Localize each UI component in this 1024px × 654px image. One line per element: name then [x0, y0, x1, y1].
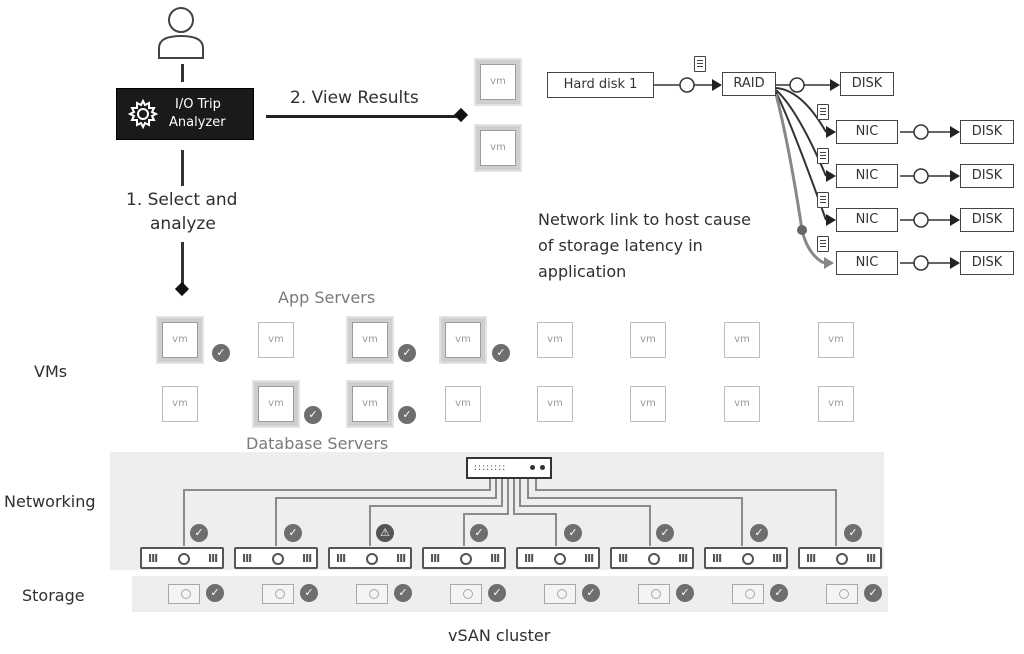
- disk-box-1[interactable]: DISK: [960, 120, 1014, 144]
- vm-tile[interactable]: vm: [630, 322, 666, 358]
- vm-tile[interactable]: vm: [537, 386, 573, 422]
- check-icon: ✓: [582, 584, 600, 602]
- nic-box-1[interactable]: NIC: [836, 120, 898, 144]
- disk-icon: [450, 584, 482, 604]
- disk-icon: [356, 584, 388, 604]
- vm-tile[interactable]: vm: [162, 386, 198, 422]
- vm-tile[interactable]: vm: [537, 322, 573, 358]
- log-file-icon[interactable]: [817, 148, 829, 164]
- check-icon: ✓: [284, 524, 302, 542]
- disk-box-top[interactable]: DISK: [840, 72, 894, 96]
- select-analyze-line-top: [181, 150, 184, 186]
- disk-icon: [168, 584, 200, 604]
- result-vm-2[interactable]: vm: [480, 130, 516, 166]
- storage-row-label: Storage: [22, 586, 85, 605]
- step-view-results: 2. View Results: [290, 88, 419, 108]
- analyzer-title-line1: I/O Trip: [175, 97, 221, 112]
- vms-row-label: VMs: [34, 362, 68, 381]
- select-analyze-line-bottom: [181, 242, 184, 284]
- check-icon: ✓: [304, 406, 322, 424]
- vm-tile[interactable]: vm: [352, 386, 388, 422]
- check-icon: ✓: [492, 344, 510, 362]
- gear-icon: [127, 98, 159, 130]
- user-connector-line: [181, 64, 184, 82]
- vm-tile[interactable]: vm: [258, 322, 294, 358]
- vm-tile[interactable]: vm: [445, 386, 481, 422]
- raid-box[interactable]: RAID: [722, 72, 776, 96]
- vm-tile[interactable]: vm: [258, 386, 294, 422]
- app-servers-label: App Servers: [278, 288, 376, 307]
- vm-tile[interactable]: vm: [724, 322, 760, 358]
- networking-row-label: Networking: [4, 492, 96, 511]
- network-note-line2: of storage latency in: [538, 236, 703, 255]
- vm-tile[interactable]: vm: [724, 386, 760, 422]
- database-servers-label: Database Servers: [246, 434, 389, 453]
- disk-icon: [544, 584, 576, 604]
- vm-tile[interactable]: vm: [630, 386, 666, 422]
- log-file-icon[interactable]: [817, 192, 829, 208]
- check-icon: ✓: [394, 584, 412, 602]
- nic-box-3[interactable]: NIC: [836, 208, 898, 232]
- check-icon: ✓: [864, 584, 882, 602]
- network-note-line1: Network link to host cause: [538, 210, 751, 229]
- log-file-icon[interactable]: [694, 56, 706, 72]
- check-icon: ✓: [656, 524, 674, 542]
- disk-icon: [262, 584, 294, 604]
- vm-tile[interactable]: vm: [818, 386, 854, 422]
- user-icon: [158, 7, 204, 59]
- vm-tile[interactable]: vm: [818, 322, 854, 358]
- check-icon: ✓: [212, 344, 230, 362]
- network-note-line3: application: [538, 262, 627, 281]
- log-file-icon[interactable]: [817, 236, 829, 252]
- check-icon: ✓: [398, 406, 416, 424]
- warning-icon: ⚠: [376, 524, 394, 542]
- nic-box-4[interactable]: NIC: [836, 251, 898, 275]
- check-icon: ✓: [488, 584, 506, 602]
- nic-box-2[interactable]: NIC: [836, 164, 898, 188]
- check-icon: ✓: [206, 584, 224, 602]
- disk-box-4[interactable]: DISK: [960, 251, 1014, 275]
- log-file-icon[interactable]: [817, 104, 829, 120]
- check-icon: ✓: [398, 344, 416, 362]
- vm-tile[interactable]: vm: [445, 322, 481, 358]
- check-icon: ✓: [770, 584, 788, 602]
- check-icon: ✓: [676, 584, 694, 602]
- check-icon: ✓: [750, 524, 768, 542]
- check-icon: ✓: [844, 524, 862, 542]
- disk-box-2[interactable]: DISK: [960, 164, 1014, 188]
- vm-tile[interactable]: vm: [352, 322, 388, 358]
- io-path-diagram: [654, 77, 960, 271]
- step-select-line1: 1. Select and: [126, 190, 238, 210]
- check-icon: ✓: [190, 524, 208, 542]
- view-results-line: [266, 115, 458, 118]
- disk-box-3[interactable]: DISK: [960, 208, 1014, 232]
- hard-disk-box[interactable]: Hard disk 1: [547, 72, 654, 98]
- check-icon: ✓: [470, 524, 488, 542]
- step-select-line2: analyze: [150, 214, 216, 234]
- disk-icon: [732, 584, 764, 604]
- disk-icon: [638, 584, 670, 604]
- vm-tile[interactable]: vm: [162, 322, 198, 358]
- disk-icon: [826, 584, 858, 604]
- analyzer-title-line2: Analyzer: [169, 115, 226, 130]
- result-vm-1[interactable]: vm: [480, 64, 516, 100]
- check-icon: ✓: [300, 584, 318, 602]
- vsan-cluster-label: vSAN cluster: [448, 626, 551, 645]
- check-icon: ✓: [564, 524, 582, 542]
- io-trip-analyzer-button[interactable]: I/O Trip Analyzer: [116, 88, 254, 140]
- network-switch-icon[interactable]: ::::::::: [466, 457, 552, 479]
